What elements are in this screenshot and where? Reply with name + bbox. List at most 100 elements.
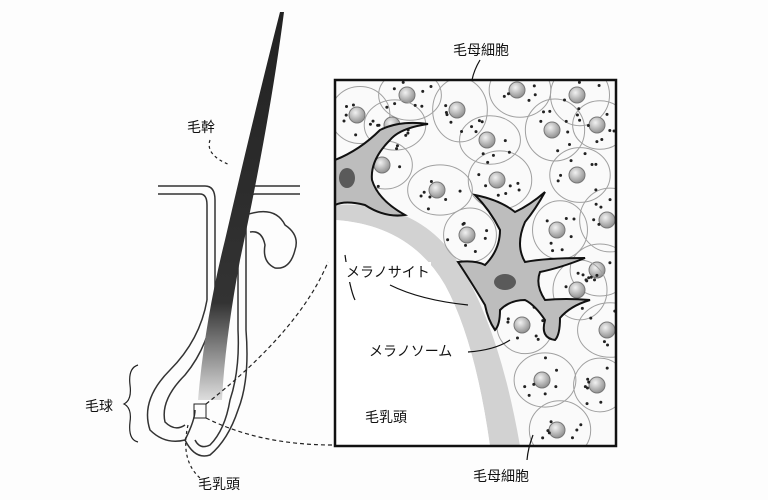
melanosome [344, 113, 348, 117]
melanosome [395, 144, 399, 148]
melanosome [429, 180, 433, 184]
cell-nucleus [513, 316, 531, 334]
melanosome [506, 320, 510, 324]
melanosome [585, 402, 589, 406]
melanosome [398, 165, 402, 169]
melanosome [577, 80, 581, 84]
melanosome [543, 356, 547, 360]
melanosome [566, 130, 570, 134]
cell-nucleus [478, 131, 496, 149]
matrix-cell [577, 302, 616, 358]
melanosome [413, 103, 417, 107]
melanosome [594, 188, 598, 192]
melanosome [462, 221, 466, 225]
melanosome [551, 249, 555, 253]
melanosome [549, 420, 553, 424]
melanosome [491, 153, 495, 157]
melanosome [595, 140, 599, 144]
cell-nucleus [428, 181, 446, 199]
cell-nucleus [568, 166, 586, 184]
cell-nucleus [448, 101, 466, 119]
matrix-cell [528, 400, 592, 446]
melanosome [593, 278, 597, 282]
melanosome [539, 119, 543, 123]
melanosome [578, 118, 582, 122]
melanocyte-nucleus [339, 168, 355, 188]
melanosome [474, 130, 478, 134]
melanosome [534, 334, 538, 338]
label-melanocyte: メラノサイト [345, 262, 431, 282]
melanosome [597, 83, 601, 87]
melanosome [559, 173, 563, 177]
cell-nucleus [548, 221, 566, 239]
melanosome [599, 400, 603, 404]
melanosome [595, 273, 599, 277]
melanosome [486, 160, 490, 164]
melanosome [458, 189, 462, 193]
melanosome [587, 276, 591, 280]
melanosome [532, 84, 536, 88]
cell-nucleus [543, 121, 561, 139]
melanosome [516, 181, 520, 185]
melanosome [576, 271, 580, 275]
melanosome [511, 71, 514, 74]
label-dermal-papilla-outer: 毛乳頭 [198, 477, 240, 493]
matrix-cell [572, 100, 616, 150]
melanosome [515, 336, 519, 340]
magnify-region [193, 403, 207, 419]
cell-nucleus [598, 321, 616, 339]
melanosome [371, 119, 375, 123]
melanosome [560, 248, 564, 252]
melanosome [568, 143, 572, 147]
matrix-cell [407, 164, 473, 216]
melanosome [564, 119, 568, 123]
label-matrix-cells-bottom: 毛母細胞 [473, 469, 529, 485]
melanosome [602, 340, 606, 344]
melanosome [520, 70, 523, 73]
melanosome [599, 205, 603, 209]
melanocyte-cell-1 [335, 121, 429, 217]
hair-shaft [198, 12, 284, 400]
melanosome [608, 198, 612, 202]
melanosome [449, 120, 453, 124]
melanosome [589, 275, 593, 279]
melanosome [483, 236, 487, 240]
melanosome [542, 110, 546, 114]
melanosome [523, 385, 527, 389]
melanosome [605, 366, 609, 370]
melanosome [600, 137, 604, 141]
melanosome [622, 343, 625, 346]
melanocyte-cell-2 [456, 191, 591, 342]
melanosome [583, 152, 587, 156]
follicle-outline [146, 299, 248, 457]
melanosome [594, 202, 598, 206]
detail-view [335, 70, 625, 446]
melanosome-dots [342, 70, 625, 440]
melanosome [420, 104, 424, 108]
melanosome [556, 179, 560, 183]
cell-nucleus [458, 226, 476, 244]
melanosome [481, 152, 485, 156]
melanosome [541, 319, 545, 323]
melanosome [484, 184, 488, 188]
melanosome [564, 285, 568, 289]
melanosome [422, 190, 426, 194]
melanosome [342, 119, 346, 123]
detail-frame [333, 78, 618, 448]
melanosome [401, 80, 405, 84]
melanosome [428, 195, 432, 199]
melanocyte-nucleus [494, 274, 516, 290]
melanosome [597, 222, 601, 226]
melanosome [444, 197, 448, 201]
melanosome [395, 147, 399, 151]
cell-nucleus [588, 376, 606, 394]
melanosome [477, 173, 481, 177]
matrix-cell [569, 243, 616, 297]
matrix-cell [549, 80, 611, 127]
cell-nucleus [508, 81, 526, 99]
melanosome [569, 235, 573, 239]
matrix-cell [579, 187, 616, 253]
melanosome [548, 109, 552, 113]
melanosome [503, 139, 507, 143]
melanosome [477, 119, 481, 123]
